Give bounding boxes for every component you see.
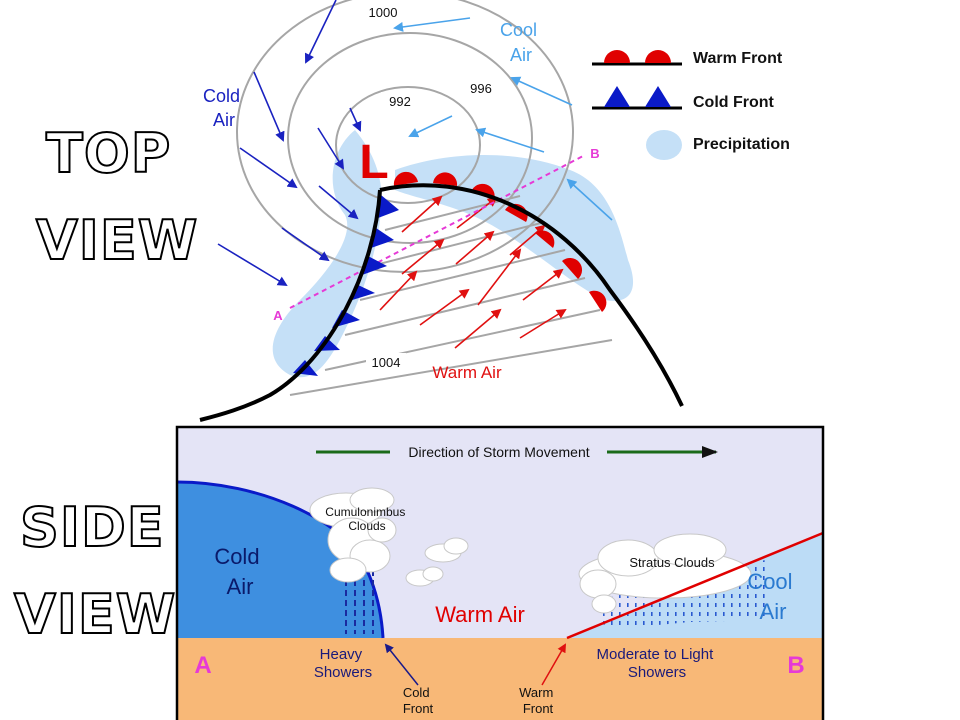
isobar-label-992: 992: [389, 94, 411, 109]
isobar-label-1000: 1000: [369, 5, 398, 20]
small-clouds: [405, 537, 469, 587]
isobar-996: [287, 32, 533, 244]
cumulonimbus-cloud: [309, 487, 397, 583]
legend-precipitation-label: Precipitation: [693, 136, 790, 153]
warm-front-symbols: [393, 171, 607, 312]
legend-warm-front-label: Warm Front: [693, 50, 783, 67]
cold-air-label-side: Cold Air: [214, 544, 265, 599]
low-pressure-symbol: L: [359, 136, 388, 189]
cumulonimbus-label: Cumulonimbus Clouds: [325, 505, 408, 533]
isobar-label-1004: 1004: [372, 355, 401, 370]
point-b-label-side: B: [787, 652, 804, 679]
side-view-label-line1: SIDE: [19, 496, 165, 559]
warm-air-label-top: Warm Air: [432, 363, 502, 382]
cold-front-line: [199, 189, 382, 422]
isobar-label-996: 996: [470, 81, 492, 96]
heavy-showers-label: Heavy Showers: [314, 646, 372, 681]
top-view-map: 1000 996 992 1004: [199, 0, 684, 422]
legend-cold-front-label: Cold Front: [693, 94, 775, 111]
warm-front-line: [379, 183, 684, 407]
point-a-label-top: A: [273, 308, 283, 323]
point-a-label-side: A: [194, 652, 211, 679]
cold-air-arrows: [217, 0, 362, 287]
side-view-frame: [175, 425, 825, 720]
warm-front-slope: [566, 531, 824, 640]
legend-precipitation: Precipitation: [646, 130, 790, 160]
cool-air-label-side: Cool Air: [747, 569, 798, 624]
precipitation-area-cold: [272, 130, 382, 378]
warm-front-label-side: Warm Front: [519, 685, 557, 716]
light-showers-label: Moderate to Light Showers: [597, 646, 718, 681]
isobar-992: [335, 86, 481, 204]
warm-air-label-side: Warm Air: [435, 602, 525, 627]
legend-cold-front: Cold Front: [592, 86, 775, 111]
cold-air-mass: [177, 482, 383, 638]
stratus-cloud: [578, 533, 752, 614]
legend-warm-front: Warm Front: [592, 50, 783, 67]
legend: Warm Front Cold Front Precipitation: [592, 50, 790, 160]
cross-section-line: [289, 154, 586, 309]
cold-front-label-side: Cold Front: [403, 685, 434, 716]
precipitation-area-warm: [395, 155, 634, 301]
side-view-ground: [177, 638, 823, 720]
cold-air-label-top: Cold Air: [203, 86, 245, 130]
storm-direction-label: Direction of Storm Movement: [408, 444, 589, 460]
cool-air-arrows: [393, 17, 613, 221]
side-view-cross-section: Direction of Storm Movement Cumulonimbus…: [175, 425, 825, 720]
top-view-label-line1: TOP: [45, 122, 172, 185]
heavy-rain-pattern: [338, 572, 376, 634]
top-view-label-line2: VIEW: [35, 209, 199, 272]
cool-air-label-top: Cool Air: [500, 20, 542, 65]
warm-air-arrows: [379, 195, 567, 349]
point-b-label-top: B: [590, 146, 599, 161]
stratus-label: Stratus Clouds: [629, 555, 715, 570]
side-view-label-line2: VIEW: [13, 583, 177, 646]
